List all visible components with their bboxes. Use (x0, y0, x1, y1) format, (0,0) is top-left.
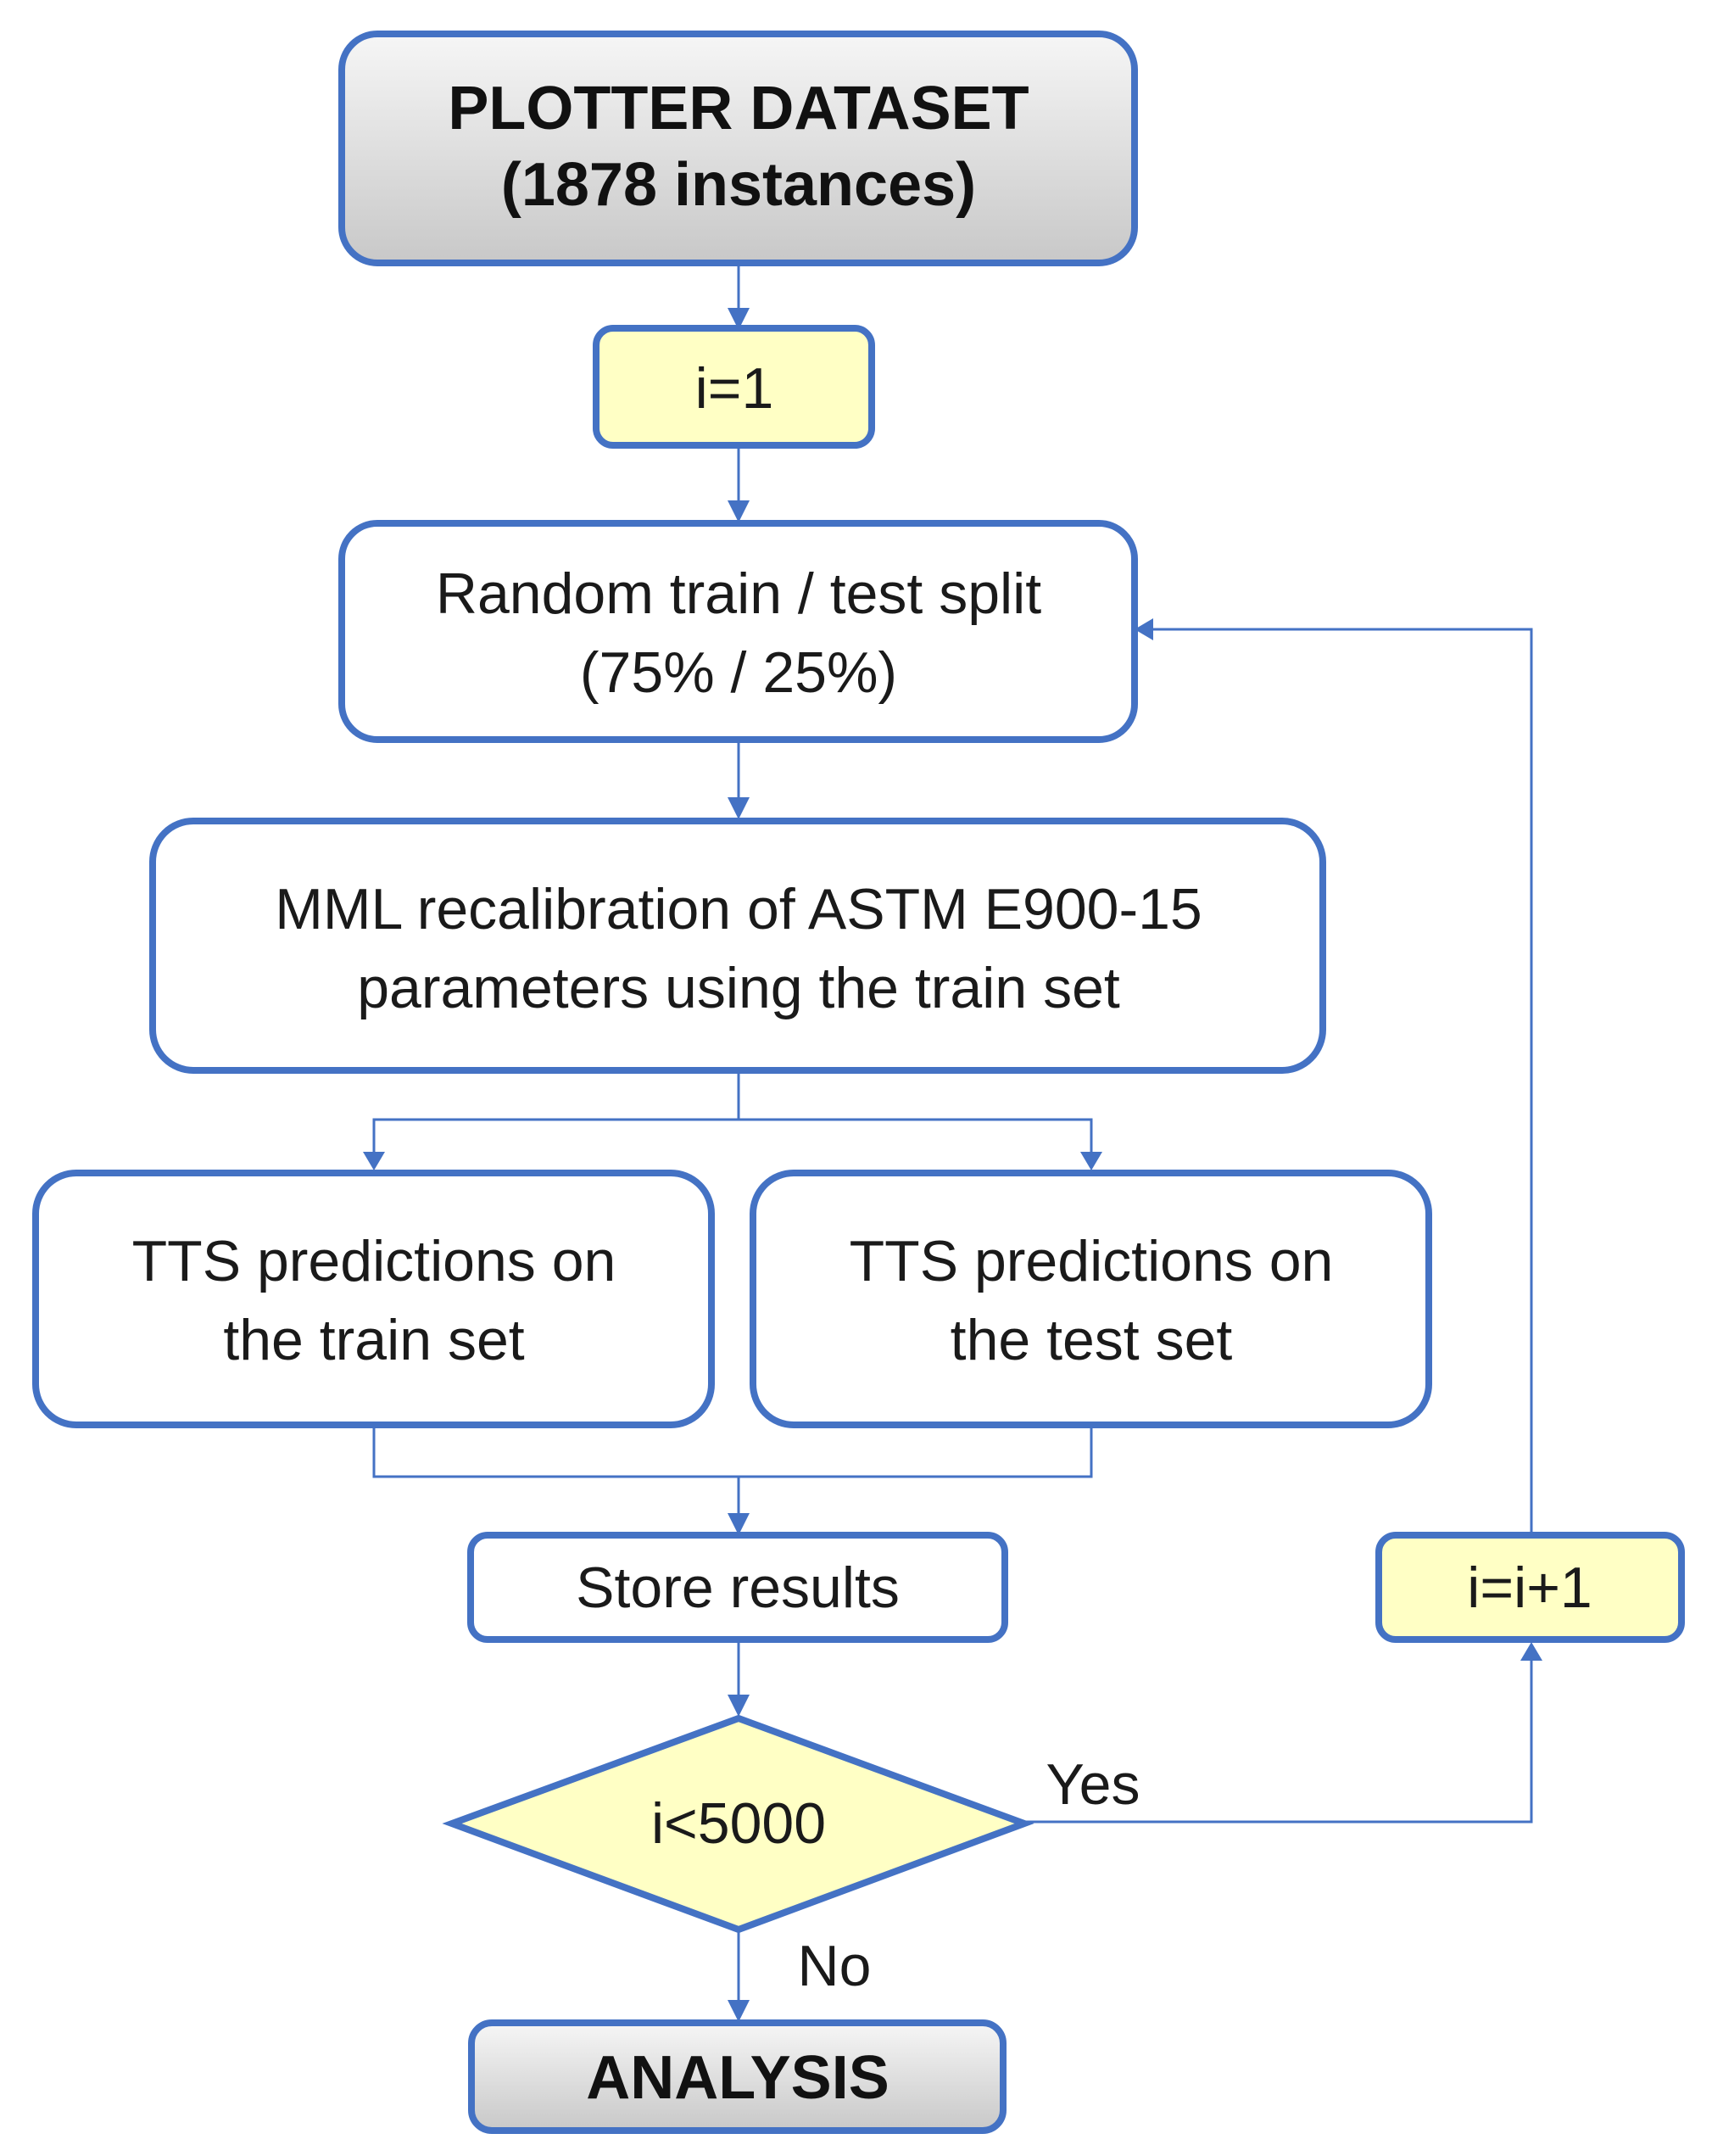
arrow-into-split (1135, 618, 1153, 640)
pred-test-line2: the test set (951, 1308, 1233, 1372)
edge-pred-train-join (372, 1425, 1093, 1478)
analysis-label: ANALYSIS (586, 2044, 889, 2112)
dataset-title: PLOTTER DATASET (448, 75, 1029, 142)
increment-label: i=i+1 (1467, 1556, 1592, 1620)
recalibration-node: MML recalibration of ASTM E900-15 parame… (149, 818, 1326, 1074)
increment-node: i=i+1 (1375, 1532, 1685, 1643)
pred-test-node: TTS predictions on the test set (750, 1170, 1432, 1428)
decision-label: i<5000 (651, 1791, 826, 1856)
decision-node: i<5000 (442, 1714, 1034, 1934)
yes-label: Yes (1046, 1752, 1140, 1817)
split-line1: Random train / test split (436, 561, 1041, 626)
dataset-subtitle: (1878 instances) (501, 151, 976, 219)
edge-increment-to-split (1152, 628, 1533, 1532)
analysis-node: ANALYSIS (468, 2019, 1007, 2134)
recalibration-line2: parameters using the train set (357, 956, 1120, 1020)
pred-train-line1: TTS predictions on (132, 1229, 616, 1293)
edge-decision-to-increment (1024, 1647, 1533, 1824)
init-label: i=1 (695, 356, 774, 421)
arrow-into-increment (1520, 1642, 1542, 1661)
store-label: Store results (576, 1556, 900, 1620)
init-node: i=1 (593, 325, 875, 449)
split-node: Random train / test split (75% / 25%) (338, 520, 1138, 743)
edge-recalibration-to-pred-test (739, 1118, 1093, 1166)
arrow-into-pred-train (363, 1152, 385, 1170)
dataset-node: PLOTTER DATASET (1878 instances) (338, 31, 1138, 266)
split-line2: (75% / 25%) (580, 640, 897, 705)
store-node: Store results (467, 1532, 1008, 1643)
pred-train-node: TTS predictions on the train set (32, 1170, 715, 1428)
recalibration-line1: MML recalibration of ASTM E900-15 (275, 877, 1202, 941)
edge-recalibration-fork (372, 1070, 740, 1166)
pred-test-line1: TTS predictions on (850, 1229, 1334, 1293)
arrow-into-pred-test (1080, 1152, 1102, 1170)
pred-train-line2: the train set (223, 1308, 524, 1372)
no-label: No (798, 1934, 872, 1998)
